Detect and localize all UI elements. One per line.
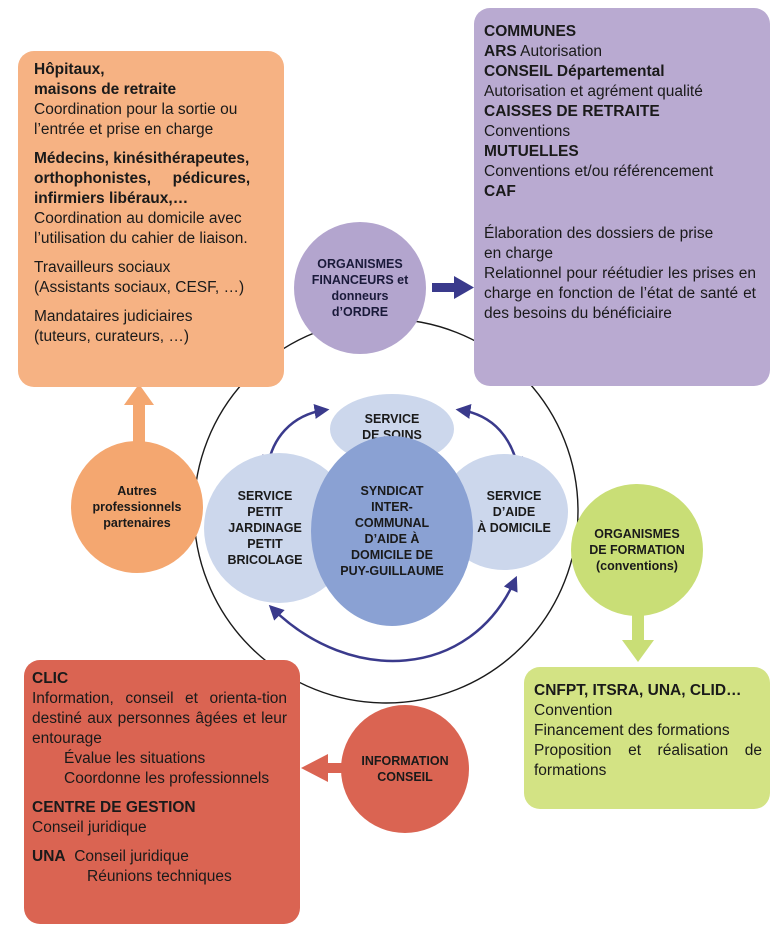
- circle-training-line-3: (conventions): [596, 559, 678, 573]
- ars-line: ARS Autorisation: [484, 42, 758, 62]
- ars-text: Autorisation: [516, 43, 603, 60]
- elaboration-text-2: en charge: [484, 245, 553, 262]
- circle-partners-line-2: professionnels: [92, 500, 182, 514]
- circle-jardinage-line-1: SERVICE: [237, 489, 293, 503]
- arrow-to-funders-box: [432, 276, 474, 299]
- circle-syndicat-line-4: D’AIDE À: [364, 532, 420, 546]
- circle-aide-line-1: SERVICE: [486, 489, 542, 503]
- social-workers-1: Travailleurs sociaux: [34, 259, 171, 276]
- arrow-jardinage-aide: [268, 575, 518, 663]
- legal-guardians-1: Mandataires judiciaires: [34, 308, 193, 325]
- circle-funders-line-1: ORGANISMES: [317, 257, 403, 271]
- relationnel-text: Relationnel pour réétudier les prises en…: [484, 265, 756, 322]
- circle-info-line-2: CONSEIL: [377, 770, 433, 784]
- centre-gestion-label: CENTRE DE GESTION: [32, 799, 196, 816]
- circle-syndicat-line-5: DOMICILE DE: [351, 548, 433, 562]
- circle-syndicat: SYNDICAT INTER- COMMUNAL D’AIDE À DOMICI…: [311, 436, 473, 626]
- training-box: CNFPT, ITSRA, UNA, CLID… Convention Fina…: [524, 667, 770, 809]
- circle-jardinage-line-5: BRICOLAGE: [227, 553, 303, 567]
- mutuelles-label: MUTUELLES: [484, 143, 579, 160]
- communes-label: COMMUNES: [484, 23, 577, 40]
- arrow-to-hospitals-box: [124, 384, 154, 443]
- circle-funders-line-2: FINANCEURS et: [311, 273, 409, 287]
- clic-box: CLIC Information, conseil et orienta-tio…: [24, 660, 300, 924]
- conseil-text: Autorisation et agrément qualité: [484, 83, 703, 100]
- hospitals-partners-box: Hôpitaux, maisons de retraite Coordinati…: [18, 51, 284, 387]
- training-title: CNFPT, ITSRA, UNA, CLID…: [534, 682, 742, 699]
- doctors-text-1: Coordination au domicile avec: [34, 210, 242, 227]
- ars-label: ARS: [484, 43, 517, 60]
- circle-partners-line-3: partenaires: [103, 516, 171, 530]
- funders-box: COMMUNES ARS Autorisation CONSEIL Départ…: [474, 8, 770, 386]
- circle-jardinage-line-4: PETIT: [247, 537, 283, 551]
- circle-funders-line-4: d’ORDRE: [331, 305, 389, 319]
- circle-training: ORGANISMES DE FORMATION (conventions): [571, 484, 703, 616]
- arrow-to-training-box: [622, 614, 654, 662]
- doctors-title-1: Médecins, kinésithérapeutes,: [34, 150, 250, 167]
- una-label: UNA: [32, 848, 66, 865]
- circle-syndicat-line-3: COMMUNAL: [354, 516, 430, 530]
- circle-jardinage-line-3: JARDINAGE: [228, 521, 302, 535]
- caisses-text: Conventions: [484, 123, 571, 140]
- training-text-1: Convention: [534, 702, 613, 719]
- circle-funders-line-3: donneurs: [331, 289, 389, 303]
- circle-partners: Autres professionnels partenaires: [71, 441, 203, 573]
- circle-training-line-2: DE FORMATION: [589, 543, 685, 557]
- circle-aide-line-3: À DOMICILE: [477, 521, 551, 535]
- training-text-3: Proposition et réalisation de formations: [534, 742, 762, 779]
- doctors-text-2: l’utilisation du cahier de liaison.: [34, 230, 248, 247]
- circle-aide-line-2: D’AIDE: [492, 505, 536, 519]
- circle-info: INFORMATION CONSEIL: [341, 705, 469, 833]
- circle-training-line-1: ORGANISMES: [594, 527, 680, 541]
- hospitals-title-2: maisons de retraite: [34, 81, 177, 98]
- circle-soins-line-1: SERVICE: [364, 412, 420, 426]
- doctors-title-3: infirmiers libéraux,…: [34, 190, 189, 207]
- una-text-1: Conseil juridique: [74, 848, 189, 865]
- circle-service-aide: SERVICE D’AIDE À DOMICILE: [440, 454, 568, 570]
- hospitals-text-2: l’entrée et prise en charge: [34, 121, 214, 138]
- social-workers-2: (Assistants sociaux, CESF, …): [34, 279, 245, 296]
- circle-syndicat-line-6: PUY-GUILLAUME: [340, 564, 444, 578]
- circle-info-line-1: INFORMATION: [361, 754, 449, 768]
- una-text-2: Réunions techniques: [87, 868, 232, 885]
- una-line: UNA Conseil juridique: [32, 847, 290, 867]
- conseil-label: CONSEIL Départemental: [484, 63, 665, 80]
- caf-label: CAF: [484, 183, 516, 200]
- training-text-2: Financement des formations: [534, 722, 730, 739]
- circle-syndicat-line-2: INTER-: [371, 500, 413, 514]
- clic-eval-text: Évalue les situations: [64, 750, 206, 767]
- circle-partners-line-1: Autres: [117, 484, 157, 498]
- circle-jardinage-line-2: PETIT: [247, 505, 283, 519]
- circle-syndicat-line-1: SYNDICAT: [360, 484, 424, 498]
- circle-funders: ORGANISMES FINANCEURS et donneurs d’ORDR…: [294, 222, 426, 354]
- elaboration-text-1: Élaboration des dossiers de prise: [484, 225, 714, 242]
- mutuelles-text: Conventions et/ou référencement: [484, 163, 714, 180]
- legal-guardians-2: (tuteurs, curateurs, …): [34, 328, 190, 345]
- centre-gestion-text: Conseil juridique: [32, 819, 147, 836]
- clic-info-text: Information, conseil et orienta-tion des…: [32, 690, 287, 747]
- hospitals-title-1: Hôpitaux,: [34, 61, 105, 78]
- clic-coord-text: Coordonne les professionnels: [64, 770, 270, 787]
- hospitals-text-1: Coordination pour la sortie ou: [34, 101, 238, 118]
- doctors-title-2: orthophonistes, pédicures,: [34, 170, 251, 187]
- clic-label: CLIC: [32, 670, 69, 687]
- caisses-label: CAISSES DE RETRAITE: [484, 103, 660, 120]
